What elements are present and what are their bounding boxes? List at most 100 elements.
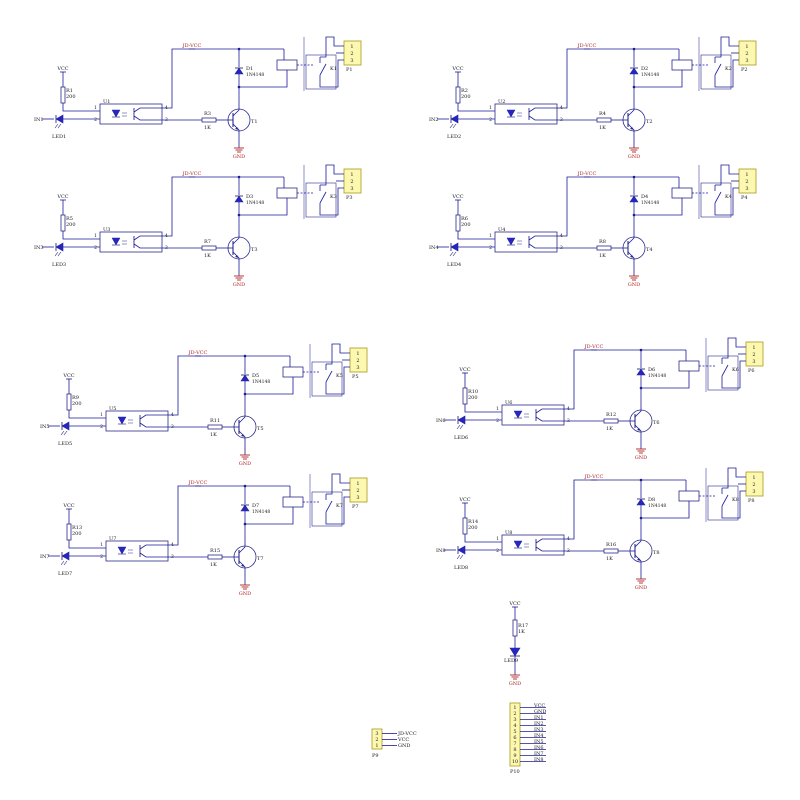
net-label: IN1 — [534, 715, 544, 721]
opto-led — [506, 109, 516, 118]
led-triangle — [450, 114, 459, 124]
res-label: R13 — [72, 525, 82, 531]
opto-transistor-lead — [528, 115, 539, 121]
connector-pin: 1 — [752, 345, 755, 351]
connector-pin: 2 — [752, 482, 755, 488]
connector-body — [509, 702, 521, 767]
led-label: LED4 — [447, 262, 461, 268]
wire — [641, 501, 690, 519]
optocoupler-body — [501, 534, 565, 556]
input-label: IN7 — [40, 554, 50, 560]
resistor-body — [207, 554, 223, 560]
led-ray — [449, 123, 454, 129]
wire — [162, 176, 192, 237]
res-label: R14 — [468, 519, 478, 525]
vcc-label: VCC — [451, 66, 463, 72]
led-label: LED8 — [454, 565, 468, 571]
optocoupler-body — [105, 540, 169, 562]
res-value: 1K — [599, 125, 606, 131]
opto-transistor-lead — [535, 416, 546, 422]
resistor-body — [512, 619, 518, 637]
gnd-label: GND — [233, 154, 245, 160]
opto-pin: 1 — [489, 233, 492, 239]
transistor-emitter — [232, 123, 240, 145]
gnd-label: GND — [635, 455, 647, 461]
vcc-label: VCC — [508, 601, 520, 607]
led-ray — [57, 251, 62, 257]
connector-label: P9 — [372, 753, 379, 759]
gnd-label: GND — [239, 461, 251, 467]
wire — [715, 164, 739, 186]
emitter-arrow — [637, 558, 641, 561]
connector-pin: 6 — [513, 735, 516, 741]
wire — [721, 490, 746, 519]
diode-label: D1 — [246, 66, 253, 72]
wire — [62, 103, 100, 112]
vcc-label: JD-VCC — [182, 171, 202, 177]
emitter-arrow — [235, 127, 239, 130]
led-label: LED3 — [52, 262, 66, 268]
vcc-label: JD-VCC — [584, 474, 604, 480]
led-ray — [63, 560, 68, 566]
connector-pin: 1 — [350, 44, 353, 50]
led-triangle — [61, 551, 70, 561]
net-label: VCC — [397, 737, 409, 743]
resistor-body — [462, 387, 468, 405]
res-value: 1K — [599, 253, 606, 259]
res-value: 200 — [468, 525, 478, 531]
wire — [245, 377, 294, 395]
led-triangle — [509, 647, 521, 657]
relay-frame — [707, 485, 739, 521]
connector-pin: 3 — [356, 365, 359, 371]
relay-frame — [311, 361, 343, 397]
resistor-body — [66, 523, 72, 541]
relay-coil — [678, 360, 700, 372]
diode-value: 1N4148 — [641, 200, 659, 206]
connector-pin: 1 — [350, 172, 353, 178]
res-label: R12 — [606, 412, 616, 418]
res-label: R9 — [72, 395, 79, 401]
opto-pin: 2 — [94, 245, 97, 251]
wire — [714, 59, 739, 88]
opto-label: U4 — [498, 227, 505, 233]
led-ray — [456, 554, 461, 560]
resistor-body — [60, 86, 66, 104]
vcc-label: JD-VCC — [577, 43, 597, 49]
connector-pin: 5 — [513, 729, 516, 735]
relay-frame — [700, 54, 732, 90]
transistor-collector — [627, 225, 635, 245]
connector-pin: 2 — [752, 352, 755, 358]
optocoupler-body — [494, 231, 558, 253]
vcc-label: VCC — [458, 497, 470, 503]
transistor-label: T3 — [251, 247, 258, 253]
transistor-label: T8 — [653, 550, 660, 556]
resistor-body — [596, 117, 612, 123]
optocoupler-body — [105, 410, 169, 432]
opto-led — [513, 540, 523, 549]
relay-coil — [678, 490, 700, 502]
res-value: 200 — [66, 94, 76, 100]
connector-pin: 3 — [513, 717, 516, 723]
connector-label: P7 — [352, 504, 359, 510]
res-value: 200 — [461, 222, 471, 228]
gnd-label: GND — [233, 282, 245, 288]
vcc-label: JD-VCC — [577, 171, 597, 177]
input-label: IN4 — [429, 245, 439, 251]
diode-triangle — [234, 67, 244, 75]
connector-pin: 1 — [375, 743, 378, 749]
relay-coil — [282, 496, 304, 508]
diode-label: D3 — [246, 194, 253, 200]
relay-arm — [721, 364, 729, 377]
opto-pin: 1 — [94, 105, 97, 111]
wire — [564, 349, 594, 410]
transistor-label: T4 — [646, 247, 653, 253]
resistor-body — [455, 214, 461, 232]
relay-frame — [707, 355, 739, 391]
res-value: 1K — [210, 432, 217, 438]
transistor-label: T2 — [646, 119, 653, 125]
wire — [634, 70, 683, 88]
